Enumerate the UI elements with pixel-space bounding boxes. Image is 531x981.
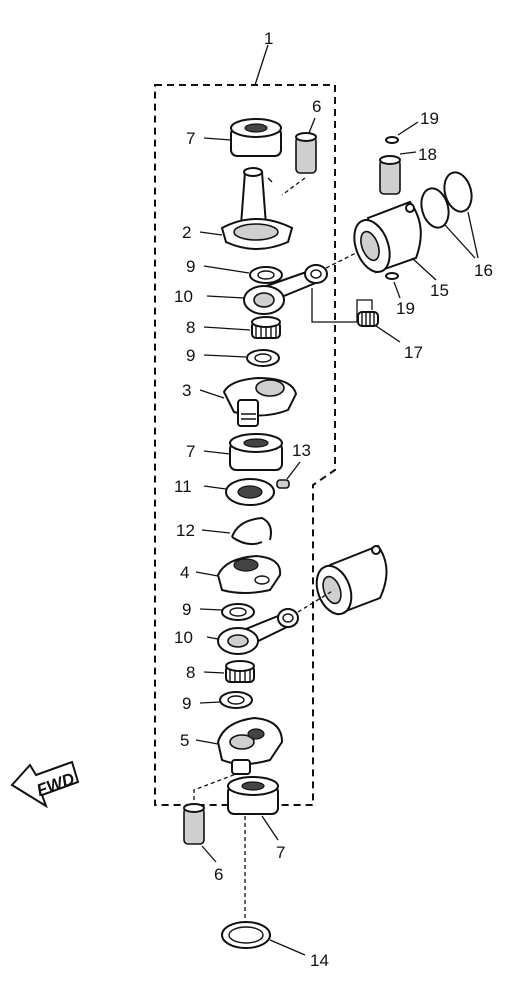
center-ball-bearing: [229, 433, 283, 471]
callout-8-upper: 8: [186, 318, 195, 337]
callout-12: 12: [176, 521, 195, 540]
upper-connecting-rod: [243, 264, 328, 315]
callout-18: 18: [418, 145, 437, 164]
callout-7-top: 7: [186, 129, 195, 148]
callout-9-c: 9: [182, 600, 191, 619]
middle-crank-web: [222, 376, 298, 427]
label-1-leader: [254, 44, 269, 86]
circlip-ring: [231, 516, 272, 546]
callout-3: 3: [182, 381, 191, 400]
callout-6-top: 6: [312, 97, 321, 116]
callout-16: 16: [474, 261, 493, 280]
callout-14: 14: [310, 951, 329, 970]
lower-crank-web: [216, 554, 282, 594]
callout-5: 5: [180, 731, 189, 750]
callout-9-b: 9: [186, 346, 195, 365]
callout-10-upper: 10: [174, 287, 193, 306]
callout-17: 17: [404, 343, 423, 362]
needle-bearing-1: [251, 316, 281, 339]
assembly-boundary: [154, 84, 336, 806]
bottom-ball-bearing: [227, 776, 279, 815]
callout-9-a: 9: [186, 257, 195, 276]
callout-10-lower: 10: [174, 628, 193, 647]
piston-rings: [420, 171, 473, 229]
upper-piston: [353, 200, 422, 274]
callout-9-d: 9: [182, 694, 191, 713]
callout-2: 2: [182, 223, 191, 242]
thrust-washer-3: [221, 603, 255, 621]
center-oil-seal: [225, 478, 275, 506]
callout-13: 13: [292, 441, 311, 460]
callout-7-bottom: 7: [276, 843, 285, 862]
top-dowel-pin: [295, 132, 317, 174]
piston-pin-clip-top: [385, 136, 399, 144]
callout-7-middle: 7: [186, 442, 195, 461]
callout-19-bottom: 19: [396, 299, 415, 318]
bottom-crank-web: [216, 716, 284, 775]
bottom-oil-seal: [221, 921, 271, 949]
callout-19-top: 19: [420, 109, 439, 128]
bottom-dowel-pin: [183, 803, 205, 845]
callout-6-bottom: 6: [214, 865, 223, 884]
piston-pin: [379, 155, 401, 195]
upper-crank-web: [220, 167, 294, 250]
piston-pin-clip-bottom: [385, 272, 399, 280]
thrust-washer-2: [246, 349, 280, 367]
top-ball-bearing: [230, 118, 282, 157]
callout-1: 1: [264, 29, 273, 48]
thrust-washer-4: [219, 691, 253, 709]
lower-connecting-rod: [217, 608, 299, 655]
callout-15: 15: [430, 281, 449, 300]
locating-pin: [276, 479, 290, 489]
callout-11: 11: [174, 477, 192, 496]
needle-bearing-2: [225, 660, 255, 683]
lower-piston: [315, 544, 388, 616]
thrust-washer-1: [249, 266, 283, 284]
small-end-needle-bearing: [357, 311, 379, 327]
callout-4: 4: [180, 563, 189, 582]
fwd-direction-arrow: FWD: [10, 760, 80, 809]
callout-8-lower: 8: [186, 663, 195, 682]
